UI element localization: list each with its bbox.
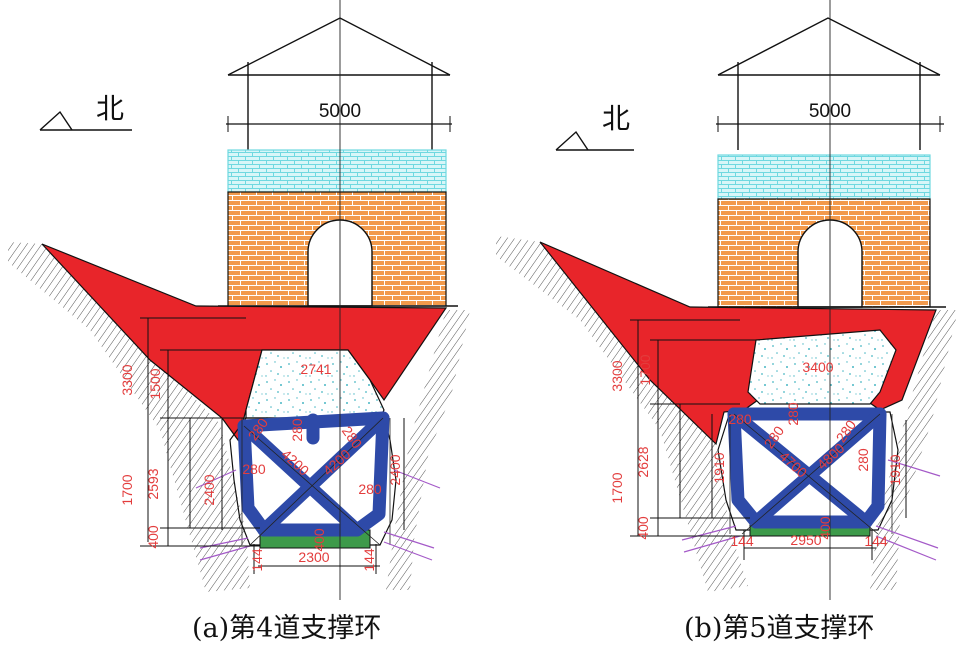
dim-2628: 2628 bbox=[635, 446, 651, 477]
dim-400-base: 400 bbox=[311, 528, 327, 552]
dim-1910-left: 1910 bbox=[711, 452, 727, 483]
width-dimension: 5000 bbox=[226, 101, 452, 132]
panel-b-section: 5000 bbox=[496, 0, 958, 600]
dim-144-a: 144 bbox=[249, 548, 265, 572]
cap-band-b bbox=[717, 154, 931, 200]
dim-1700: 1700 bbox=[119, 474, 135, 505]
dim-1700-b: 1700 bbox=[609, 472, 625, 503]
dim-2950: 2950 bbox=[790, 532, 821, 548]
dim-1910-right: 1910 bbox=[887, 454, 903, 485]
north-arrow-a: 北 bbox=[39, 92, 132, 131]
dim-144-b: 144 bbox=[361, 548, 377, 572]
dim-280-e: 280 bbox=[358, 481, 382, 497]
cavity-outline-b bbox=[717, 411, 899, 531]
dim-2400-right: 2400 bbox=[387, 454, 403, 485]
dim-144-b-b: 144 bbox=[864, 533, 888, 549]
dim-3400: 3400 bbox=[802, 359, 833, 375]
dim-2741: 2741 bbox=[300, 361, 331, 377]
rock-hatch-left-b bbox=[496, 236, 748, 592]
roof-outline bbox=[227, 17, 451, 150]
soil-fill-b bbox=[747, 329, 897, 405]
panel-a-section: 5000 bbox=[8, 0, 470, 600]
dim-280-b-b: 280 bbox=[785, 402, 801, 426]
dim-1700-top: 1700 bbox=[637, 354, 653, 385]
dim-3300-b: 3300 bbox=[609, 360, 625, 391]
dim-280-d: 280 bbox=[242, 461, 266, 477]
dim-2300: 2300 bbox=[298, 549, 329, 565]
north-label-a: 北 bbox=[96, 92, 124, 125]
dim-400: 400 bbox=[145, 525, 161, 549]
dim-400-b: 400 bbox=[635, 516, 651, 540]
dim-280-b: 280 bbox=[289, 418, 305, 442]
cap-band bbox=[227, 149, 447, 193]
dim-3300: 3300 bbox=[119, 364, 135, 395]
dim-2400-left: 2400 bbox=[201, 474, 217, 505]
dim-1500: 1500 bbox=[147, 368, 163, 399]
roof-outline-b bbox=[717, 17, 941, 150]
dim-280-e-b: 280 bbox=[855, 448, 871, 472]
caption-panel-b: (b)第5道支撑环 bbox=[684, 613, 875, 644]
caption-panel-a: (a)第4道支撑环 bbox=[192, 613, 382, 644]
dim-144-a-b: 144 bbox=[730, 533, 754, 549]
dim-2593: 2593 bbox=[145, 468, 161, 499]
dim-280-a-b: 280 bbox=[728, 411, 752, 427]
anchor-bolts bbox=[195, 469, 441, 561]
north-arrow-b: 北 bbox=[555, 102, 634, 151]
dim-400-base-b: 400 bbox=[817, 516, 833, 540]
rock-hatch-right bbox=[386, 310, 470, 590]
north-label-b: 北 bbox=[602, 102, 630, 135]
anchor-bolts-b bbox=[681, 459, 941, 561]
